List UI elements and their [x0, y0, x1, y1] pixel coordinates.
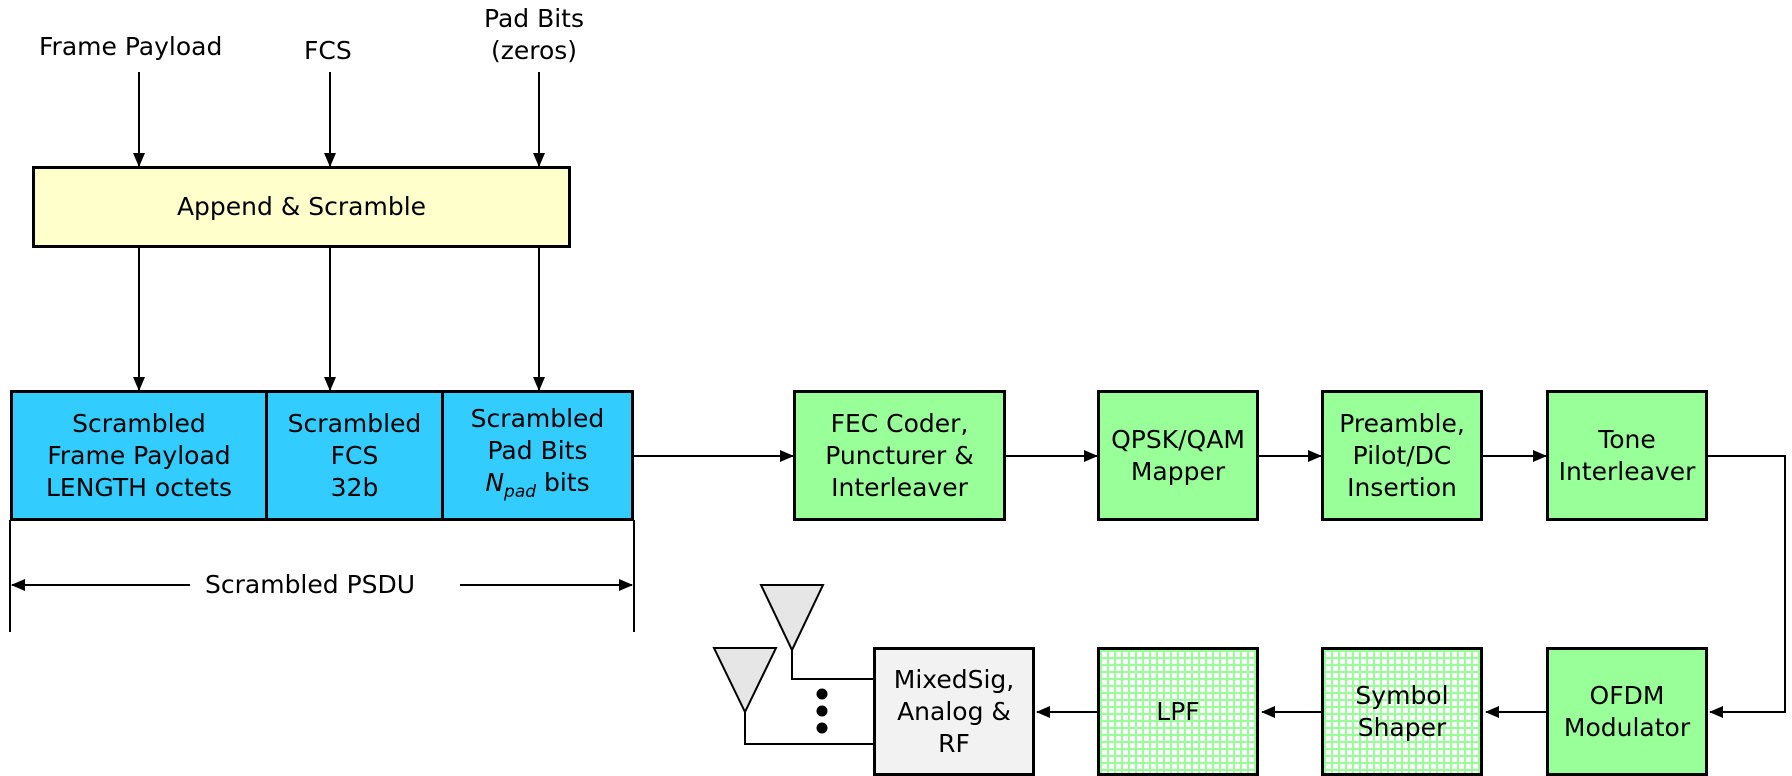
npad-symbol: N	[485, 468, 505, 497]
pad-bits-line1: Pad Bits	[484, 4, 585, 33]
block-line: Symbol	[1355, 680, 1449, 710]
lpf-block: LPF	[1097, 647, 1259, 776]
ellipsis-dots-icon	[816, 688, 828, 734]
append-scramble-block: Append & Scramble	[32, 166, 571, 248]
block-line: LPF	[1156, 696, 1200, 726]
arrow-tone-to-ofdm	[1708, 455, 1786, 718]
pad-bits-line2: (zeros)	[490, 36, 578, 65]
psdu-pad-cell: Scrambled Pad Bits Npad bits	[444, 390, 631, 521]
block-line: RF	[938, 728, 970, 758]
block-line: Insertion	[1347, 472, 1457, 502]
psdu-fcs-line: Scrambled	[287, 408, 422, 438]
block-line: OFDM	[1589, 680, 1665, 710]
psdu-span-label: Scrambled PSDU	[205, 570, 416, 599]
antenna-icon	[712, 647, 778, 715]
tone-interleaver-block: Tone Interleaver	[1546, 390, 1708, 521]
block-line: Puncturer &	[825, 440, 974, 470]
psdu-pad-length: Npad bits	[471, 467, 605, 508]
input-frame-payload-label: Frame Payload	[39, 32, 223, 61]
psdu-divider	[265, 390, 268, 521]
block-line: Shaper	[1357, 712, 1447, 742]
scrambled-psdu-block	[10, 390, 634, 521]
psdu-fcs-line: FCS	[330, 440, 379, 470]
input-fcs-label: FCS	[304, 36, 352, 65]
antenna-icon	[759, 584, 825, 653]
npad-suffix: bits	[536, 468, 590, 497]
npad-subscript: pad	[504, 482, 537, 502]
block-line: Pilot/DC	[1352, 440, 1452, 470]
block-line: Preamble,	[1339, 408, 1465, 438]
block-line: Mapper	[1130, 456, 1226, 486]
fec-coder-block: FEC Coder, Puncturer & Interleaver	[793, 390, 1006, 521]
preamble-pilot-block: Preamble, Pilot/DC Insertion	[1321, 390, 1483, 521]
block-line: Tone	[1598, 424, 1656, 454]
input-pad-bits-label: Pad Bits (zeros)	[484, 3, 584, 67]
mixedsig-rf-block: MixedSig, Analog & RF	[873, 647, 1035, 776]
block-line: Interleaver	[831, 472, 968, 502]
psdu-pad-line: Pad Bits	[487, 436, 588, 465]
psdu-payload-line: LENGTH octets	[46, 472, 232, 502]
psdu-payload-cell: Scrambled Frame Payload LENGTH octets	[13, 390, 265, 521]
psdu-payload-line: Frame Payload	[47, 440, 231, 470]
ofdm-modulator-block: OFDM Modulator	[1546, 647, 1708, 776]
qpsk-qam-mapper-block: QPSK/QAM Mapper	[1097, 390, 1259, 521]
block-line: Modulator	[1563, 712, 1691, 742]
append-scramble-label: Append & Scramble	[176, 192, 427, 221]
block-line: MixedSig,	[893, 664, 1015, 694]
psdu-payload-line: Scrambled	[72, 408, 206, 438]
antenna-feed-1	[791, 650, 873, 680]
block-line: FEC Coder,	[830, 408, 969, 438]
psdu-divider	[441, 390, 444, 521]
symbol-shaper-block: Symbol Shaper	[1321, 647, 1483, 776]
psdu-fcs-cell: Scrambled FCS 32b	[268, 390, 441, 521]
block-line: Analog &	[897, 696, 1011, 726]
psdu-pad-line: Scrambled	[470, 404, 605, 433]
block-line: QPSK/QAM	[1111, 424, 1245, 454]
antenna-feed-2	[744, 712, 873, 745]
psdu-fcs-line: 32b	[330, 472, 379, 502]
block-line: Interleaver	[1558, 456, 1696, 486]
